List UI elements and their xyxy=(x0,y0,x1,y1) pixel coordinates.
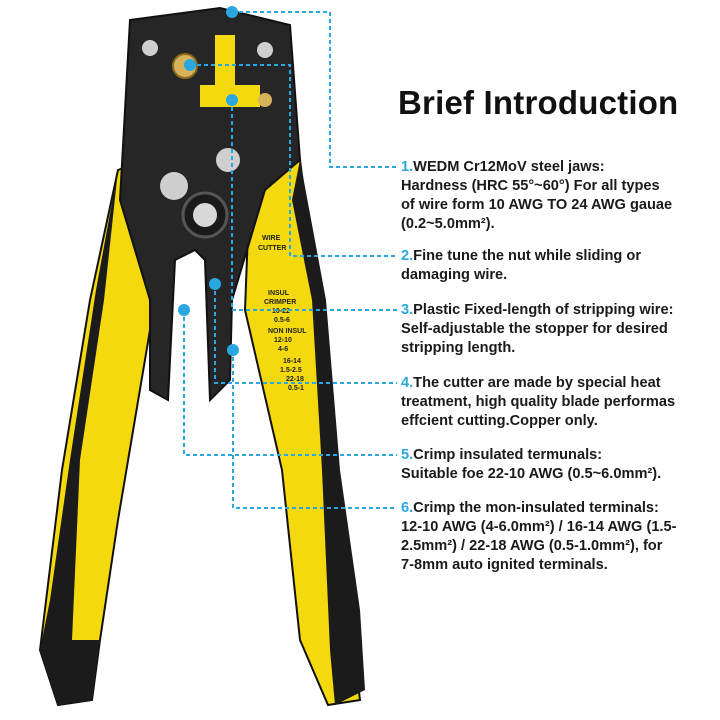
svg-text:22-18: 22-18 xyxy=(286,376,304,383)
feature-4: 4.The cutter are made by special heat tr… xyxy=(401,375,676,429)
svg-text:0.5-6: 0.5-6 xyxy=(274,317,290,324)
page-title: Brief Introduction xyxy=(398,84,679,121)
svg-text:WIRE: WIRE xyxy=(262,235,281,242)
feature-5: 5.Crimp insulated termunals: Suitable fo… xyxy=(401,447,662,482)
callout-6 xyxy=(232,350,397,509)
feature-3: 3.Plastic Fixed-length of stripping wire… xyxy=(401,302,674,356)
callout-1 xyxy=(232,11,397,168)
callout-2 xyxy=(190,64,397,257)
svg-text:CUTTER: CUTTER xyxy=(258,245,286,252)
feature-1: 1.WEDM Cr12MoV steel jaws: Hardness (HRC… xyxy=(401,159,673,232)
right-handle-grip xyxy=(292,160,365,705)
callout-4 xyxy=(214,284,397,384)
svg-text:12-10: 12-10 xyxy=(274,337,292,344)
svg-text:INSUL: INSUL xyxy=(268,290,290,297)
callout-lines xyxy=(183,11,397,509)
callout-dots xyxy=(178,6,239,356)
feature-6: 6.Crimp the mon-insulated terminals: 12-… xyxy=(401,500,677,573)
callout-3 xyxy=(231,100,397,311)
callout-5 xyxy=(183,310,397,456)
svg-text:CRIMPER: CRIMPER xyxy=(264,299,296,306)
handle-labels: WIRE CUTTER INSUL CRIMPER 10-22 0.5-6 NO… xyxy=(258,235,307,392)
svg-text:10-22: 10-22 xyxy=(272,308,290,315)
svg-text:NON INSUL: NON INSUL xyxy=(268,328,307,335)
svg-text:16-14: 16-14 xyxy=(283,358,301,365)
svg-text:4-6: 4-6 xyxy=(278,346,288,353)
svg-text:1.5-2.5: 1.5-2.5 xyxy=(280,367,302,374)
left-handle-grip xyxy=(40,170,118,705)
feature-2: 2.Fine tune the nut while sliding or dam… xyxy=(401,248,641,283)
svg-text:0.5-1: 0.5-1 xyxy=(288,385,304,392)
